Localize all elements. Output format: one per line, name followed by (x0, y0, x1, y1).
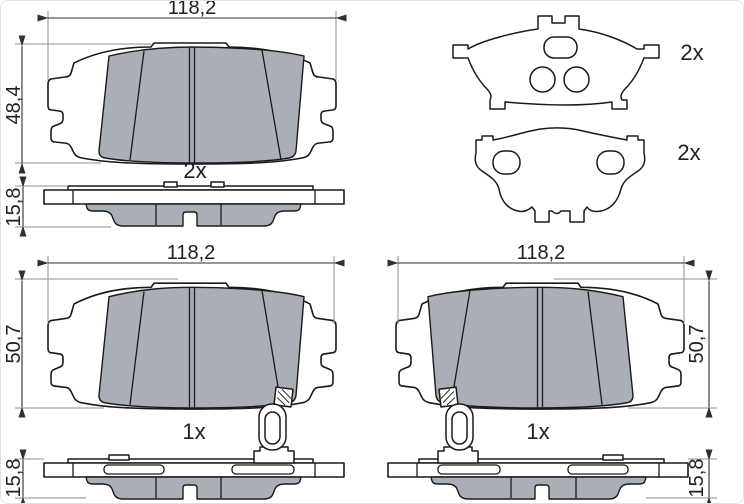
upper-pad-side-view (44, 182, 344, 226)
dimension-upper-thickness: 15,8 (3, 176, 111, 237)
lower-right-height-label: 50,7 (686, 325, 708, 364)
dimension-upper-height: 48,4 (3, 35, 151, 174)
dimension-lower-left-height: 50,7 (3, 270, 178, 418)
lower-right-pad-front-view (396, 283, 684, 409)
lower-left-pad-front-view (48, 283, 336, 409)
backplate-lower-quantity-label: 2x (677, 140, 700, 165)
dimension-lower-right-height: 50,7 (554, 270, 717, 418)
dimension-upper-width: 118,2 (37, 1, 347, 80)
lower-right-quantity-label: 1x (526, 419, 549, 444)
lower-left-height-label: 50,7 (3, 325, 25, 364)
backplate-lower-outline (474, 127, 646, 223)
upper-thickness-label: 15,8 (3, 188, 25, 227)
lower-right-width-label: 118,2 (517, 242, 566, 264)
dimension-lower-left-width: 118,2 (37, 242, 345, 324)
upper-pad-front-view (47, 42, 337, 165)
dimension-lower-right-width: 118,2 (387, 242, 695, 324)
lower-left-width-label: 118,2 (167, 242, 216, 264)
upper-height-label: 48,4 (3, 86, 25, 125)
lower-left-quantity-label: 1x (182, 419, 205, 444)
lower-right-thickness-label: 15,8 (686, 459, 708, 498)
backplate-upper-quantity-label: 2x (680, 40, 703, 65)
upper-width-label: 118,2 (168, 1, 217, 19)
lower-left-thickness-label: 15,8 (3, 459, 25, 498)
upper-pad-quantity-label: 2x (183, 158, 206, 183)
backplate-upper-outline (452, 15, 660, 110)
dimension-lower-right-thickness: 15,8 (646, 449, 717, 503)
dimension-lower-left-thickness: 15,8 (3, 449, 86, 503)
